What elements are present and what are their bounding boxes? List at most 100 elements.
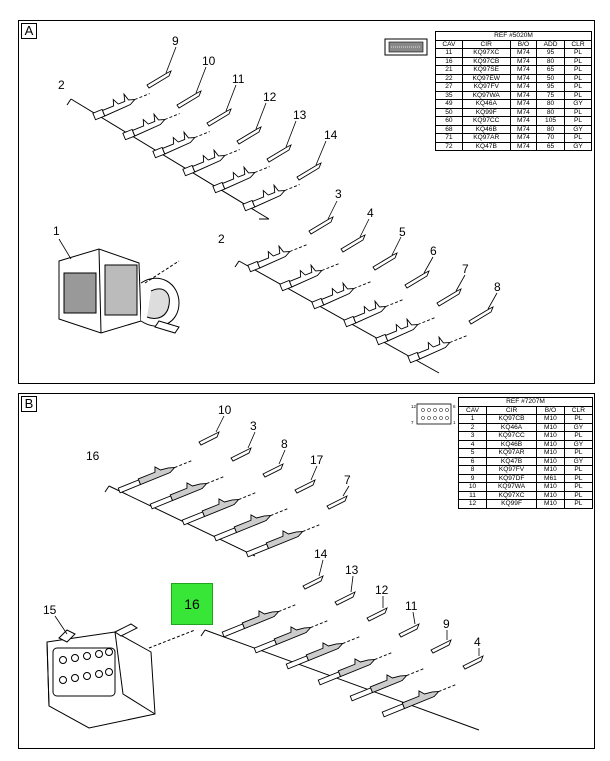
table-cell: KQ97XC bbox=[486, 490, 538, 500]
table-cell: 80 bbox=[536, 124, 566, 134]
connector-housing-a bbox=[58, 238, 180, 334]
callout-5: 5 bbox=[399, 225, 406, 239]
column-header: CAV bbox=[435, 39, 463, 49]
table-cell: M74 bbox=[509, 56, 538, 66]
table-cell: 9 bbox=[457, 473, 488, 483]
table-cell: 75 bbox=[536, 90, 566, 100]
table-header-row: CAV CIR B/O CLR bbox=[457, 405, 594, 415]
connector-thumbnail-icon bbox=[384, 38, 428, 56]
table-cell: KQ47B bbox=[486, 456, 538, 466]
callout-17: 17 bbox=[310, 453, 324, 467]
column-header: B/O bbox=[536, 405, 565, 415]
table-cell: PL bbox=[564, 65, 592, 75]
callout-13: 13 bbox=[345, 563, 359, 577]
highlighted-callout-16[interactable]: 16 bbox=[171, 583, 213, 625]
table-cell: M10 bbox=[536, 448, 565, 458]
table-cell: KQ97FV bbox=[486, 465, 538, 475]
table-cell: PL bbox=[563, 431, 594, 441]
table-cell: 11 bbox=[435, 48, 463, 58]
column-header: B/O bbox=[509, 39, 538, 49]
callout-13: 13 bbox=[293, 108, 307, 122]
table-cell: M61 bbox=[536, 473, 565, 483]
table-cell: GY bbox=[563, 456, 594, 466]
panel-b: B 12 7 6 1 bbox=[18, 393, 595, 749]
table-cell: PL bbox=[563, 490, 594, 500]
callout-6: 6 bbox=[430, 244, 437, 258]
table-cell: PL bbox=[564, 116, 592, 126]
callout-14: 14 bbox=[314, 547, 328, 561]
table-cell: 95 bbox=[536, 48, 566, 58]
callout-16: 16 bbox=[86, 449, 100, 463]
table-cell: GY bbox=[564, 124, 592, 134]
table-cell: KQ46A bbox=[461, 99, 511, 109]
table-cell: PL bbox=[564, 133, 592, 143]
callout-10: 10 bbox=[218, 403, 232, 417]
callout-4: 4 bbox=[367, 206, 374, 220]
table-cell: 8 bbox=[457, 465, 488, 475]
table-cell: M10 bbox=[536, 431, 565, 441]
table-cell: 16 bbox=[435, 56, 463, 66]
callout-8: 8 bbox=[281, 437, 288, 451]
table-cell: 12 bbox=[457, 499, 488, 509]
table-cell: GY bbox=[563, 422, 594, 432]
table-cell: M10 bbox=[536, 499, 565, 509]
table-cell: KQ46B bbox=[486, 439, 538, 449]
table-cell: PL bbox=[564, 82, 592, 92]
callout-15: 15 bbox=[43, 603, 57, 617]
callout-12: 12 bbox=[263, 90, 277, 104]
table-cell: KQ97WA bbox=[486, 482, 538, 492]
pin-label-1: 1 bbox=[453, 420, 456, 425]
table-cell: PL bbox=[563, 448, 594, 458]
panel-a: A bbox=[18, 20, 595, 384]
table-cell: M74 bbox=[509, 116, 538, 126]
table-cell: M10 bbox=[536, 456, 565, 466]
table-cell: KQ99F bbox=[486, 499, 538, 509]
table-cell: PL bbox=[564, 90, 592, 100]
table-cell: M74 bbox=[509, 82, 538, 92]
table-cell: 3 bbox=[457, 431, 488, 441]
column-header: ADD bbox=[536, 39, 566, 49]
table-cell: M10 bbox=[536, 465, 565, 475]
table-cell: 70 bbox=[536, 133, 566, 143]
table-cell: 68 bbox=[435, 124, 463, 134]
table-cell: M74 bbox=[509, 107, 538, 117]
terminal-group-bottom bbox=[234, 200, 498, 374]
table-cell: 80 bbox=[536, 99, 566, 109]
table-cell: 105 bbox=[536, 116, 566, 126]
callout-1: 1 bbox=[53, 224, 60, 238]
table-cell: GY bbox=[563, 439, 594, 449]
table-cell: KQ97EW bbox=[461, 73, 511, 83]
column-header: CIR bbox=[461, 39, 511, 49]
table-cell: KQ97AR bbox=[486, 448, 538, 458]
terminal-group-top bbox=[66, 46, 327, 220]
callout-14: 14 bbox=[324, 128, 338, 142]
callout-12: 12 bbox=[375, 583, 389, 597]
table-cell: 1 bbox=[457, 414, 488, 424]
table-cell: KQ97DF bbox=[486, 473, 538, 483]
table-cell: PL bbox=[563, 473, 594, 483]
table-cell: KQ97AR bbox=[461, 133, 511, 143]
table-cell: 49 bbox=[435, 99, 463, 109]
table-title: REF #5020M bbox=[435, 31, 592, 41]
callout-4: 4 bbox=[474, 635, 481, 649]
column-header: CLR bbox=[564, 39, 592, 49]
table-cell: PL bbox=[563, 482, 594, 492]
table-cell: M10 bbox=[536, 422, 565, 432]
table-cell: KQ99F bbox=[461, 107, 511, 117]
table-cell: GY bbox=[564, 141, 592, 151]
table-cell: 4 bbox=[457, 439, 488, 449]
table-cell: PL bbox=[564, 73, 592, 83]
table-cell: 6 bbox=[457, 456, 488, 466]
table-cell: 11 bbox=[457, 490, 488, 500]
table-cell: KQ46A bbox=[486, 422, 538, 432]
